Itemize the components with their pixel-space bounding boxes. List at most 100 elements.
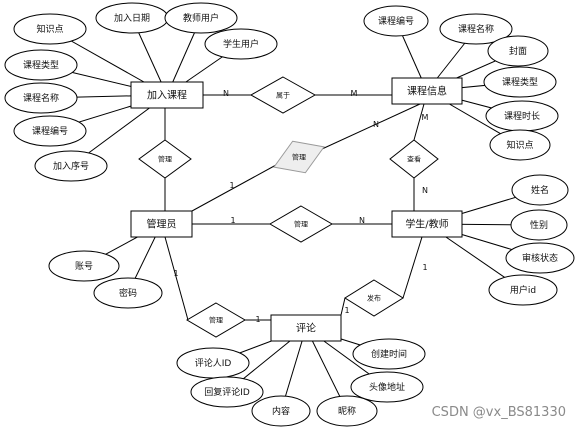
attribute-a_cid: 评论人ID — [176, 347, 250, 379]
relationship-label: 管理 — [158, 155, 172, 164]
attribute-ellipse — [164, 2, 238, 34]
attribute-label: 加入日期 — [114, 13, 150, 24]
attribute-a_audit: 审核状态 — [505, 242, 575, 274]
attribute-a_avatar: 头像地址 — [350, 371, 424, 403]
attribute-ellipse — [34, 150, 108, 182]
relationship-label: 查看 — [407, 155, 421, 164]
attribute-ellipse — [204, 28, 278, 60]
attribute-a_dur: 课程时长 — [485, 100, 559, 132]
cardinality-c5: M — [422, 113, 429, 122]
cardinality-c7: 1 — [230, 216, 235, 225]
attribute-label: 账号 — [75, 261, 93, 272]
attribute-ellipse — [316, 395, 378, 427]
attribute-ellipse — [190, 376, 264, 408]
attribute-ellipse — [511, 174, 569, 206]
attribute-a_uname: 姓名 — [511, 174, 569, 206]
attribute-a_nick: 昵称 — [316, 395, 378, 427]
entity-label: 管理员 — [147, 218, 177, 231]
attribute-label: 性别 — [530, 219, 548, 231]
entity-label: 加入课程 — [147, 90, 187, 102]
attribute-a_no2: 课程编号 — [363, 5, 429, 37]
attribute-ellipse — [4, 82, 78, 114]
attribute-ellipse — [483, 66, 557, 98]
relationship-diamond — [138, 139, 192, 179]
entity-box — [270, 314, 342, 342]
relationship-mng_comment: 管理 — [186, 302, 246, 338]
attribute-a_reply: 回复评论ID — [190, 376, 264, 408]
attribute-label: 审核状态 — [522, 252, 558, 264]
attribute-ellipse — [4, 49, 78, 81]
attribute-label: 密码 — [119, 287, 137, 299]
rel-edge-6 — [413, 103, 425, 141]
relationship-diamond — [273, 140, 325, 174]
entity-admin: 管理员 — [130, 210, 193, 238]
cardinality-c10: 1 — [255, 315, 260, 324]
relationship-diamond — [269, 205, 333, 243]
attribute-label: 知识点 — [506, 139, 533, 151]
attribute-a_cover: 封面 — [487, 35, 549, 67]
relationship-diamond — [186, 302, 246, 338]
attribute-a_content: 内容 — [251, 395, 311, 427]
attribute-a_type2: 课程类型 — [483, 66, 557, 98]
relationship-diamond — [249, 76, 317, 114]
attribute-ellipse — [505, 242, 575, 274]
attribute-ellipse — [352, 338, 426, 370]
attribute-a_acct: 账号 — [48, 250, 120, 282]
entity-box — [130, 81, 204, 109]
attribute-a_name2: 课程名称 — [439, 13, 513, 45]
attribute-label: 回复评论ID — [204, 386, 250, 398]
attribute-label: 学生用户 — [223, 38, 259, 50]
relationship-label: 属于 — [276, 92, 290, 100]
attribute-label: 课程编号 — [378, 15, 414, 27]
cardinality-c8: N — [359, 216, 365, 225]
attribute-ellipse — [489, 129, 551, 161]
rel-edge-5 — [321, 103, 421, 150]
attribute-label: 知识点 — [36, 23, 63, 35]
attribute-a_teacher: 教师用户 — [164, 2, 238, 34]
attribute-label: 课程名称 — [458, 23, 494, 35]
attribute-label: 课程时长 — [504, 110, 540, 122]
attribute-ellipse — [439, 13, 513, 45]
attribute-a_name1: 课程名称 — [4, 82, 78, 114]
attribute-ellipse — [13, 115, 87, 147]
relationship-label: 发布 — [367, 294, 381, 303]
attribute-ellipse — [93, 277, 163, 309]
rel-edge-12 — [402, 236, 423, 299]
attribute-label: 教师用户 — [183, 12, 219, 24]
relationship-mng_course: 管理 — [273, 140, 325, 174]
entity-label: 学生/教师 — [405, 218, 448, 231]
attribute-ellipse — [363, 5, 429, 37]
entity-courseinfo: 课程信息 — [391, 77, 463, 105]
cardinality-c3: N — [373, 120, 379, 129]
relationship-diamond — [389, 139, 439, 179]
attribute-a_pwd: 密码 — [93, 277, 163, 309]
relationship-label: 管理 — [294, 220, 308, 229]
attribute-ellipse — [487, 35, 549, 67]
attribute-ellipse — [251, 395, 311, 427]
rel-edge-13 — [340, 297, 346, 316]
attribute-a_kp2: 知识点 — [489, 129, 551, 161]
cardinality-c2: M — [351, 89, 358, 98]
entity-label: 课程信息 — [407, 85, 447, 98]
entity-label: 评论 — [296, 322, 316, 335]
attribute-label: 加入序号 — [53, 160, 89, 172]
attribute-label: 头像地址 — [369, 381, 405, 393]
relationship-view: 查看 — [389, 139, 439, 179]
rel-edge-10 — [164, 236, 189, 321]
entity-box — [130, 210, 193, 238]
attribute-label: 用户id — [510, 284, 536, 296]
entity-box — [391, 77, 463, 105]
attribute-ellipse — [510, 209, 568, 241]
attribute-label: 课程类型 — [502, 76, 538, 88]
cardinality-c12: 1 — [344, 306, 349, 315]
attribute-label: 课程名称 — [23, 92, 59, 104]
cardinality-c11: 1 — [422, 263, 427, 272]
entity-comment: 评论 — [270, 314, 342, 342]
attribute-a_kp1: 知识点 — [13, 13, 87, 45]
attribute-a_uid: 用户id — [488, 274, 558, 306]
attribute-a_no1: 课程编号 — [13, 115, 87, 147]
attribute-label: 创建时间 — [371, 348, 407, 360]
watermark: CSDN @vx_BS81330 — [432, 405, 566, 420]
cardinality-c9: 1 — [173, 269, 178, 278]
